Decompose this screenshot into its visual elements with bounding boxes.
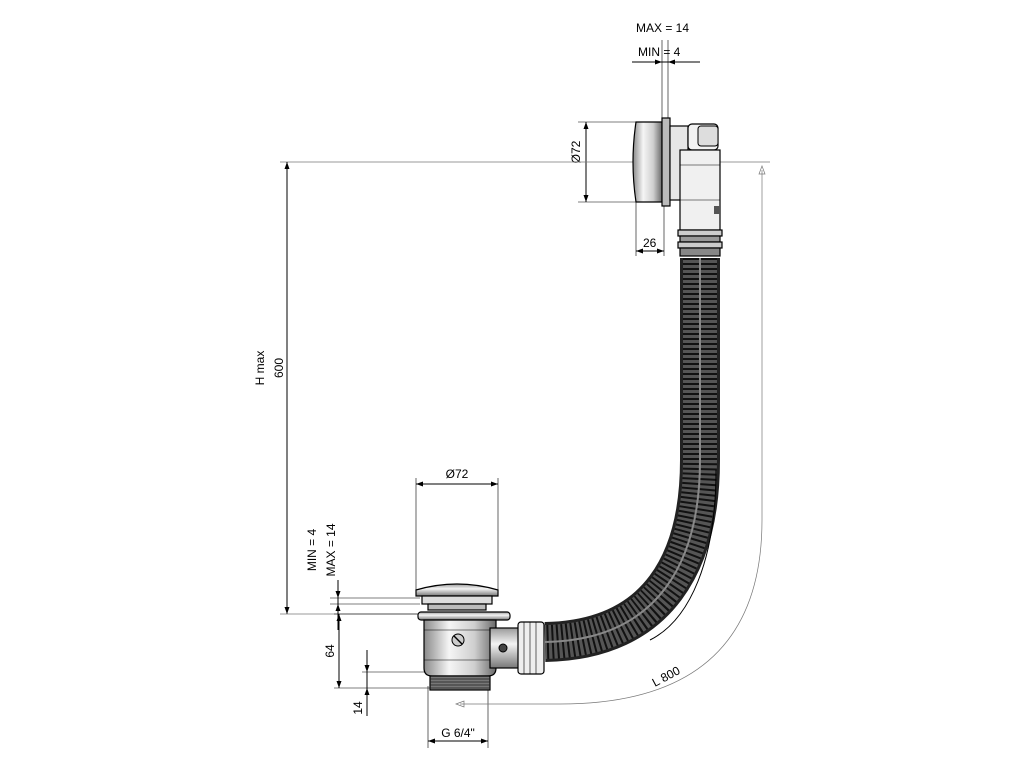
thread-size-label: G 6/4" bbox=[441, 726, 475, 740]
thread-length-label: 14 bbox=[351, 701, 365, 715]
height-max-label: H max bbox=[253, 351, 267, 386]
overflow-depth-label: 26 bbox=[643, 236, 657, 250]
max-thickness-top-label: MAX = 14 bbox=[636, 21, 689, 35]
max-thickness-side-label: MAX = 14 bbox=[324, 523, 338, 576]
side-wall-dimensions bbox=[330, 580, 420, 630]
top-wall-dimensions bbox=[632, 40, 700, 122]
overflow-diameter-label: Ø72 bbox=[569, 140, 583, 163]
thread-length-dimension bbox=[362, 650, 430, 716]
waste-diameter-dimension bbox=[415, 478, 499, 590]
hose-length-label: L 800 bbox=[650, 663, 683, 689]
hose-length-dimension bbox=[455, 165, 766, 708]
flexible-hose bbox=[544, 258, 720, 662]
waste-assembly bbox=[415, 583, 545, 691]
body-height-dimension bbox=[334, 613, 430, 689]
thread-size-dimension bbox=[427, 686, 489, 748]
body-height-label: 64 bbox=[323, 644, 337, 658]
overflow-head bbox=[632, 117, 723, 257]
min-thickness-top-label: MIN = 4 bbox=[638, 45, 681, 59]
min-thickness-side-label: MIN = 4 bbox=[305, 529, 319, 572]
height-value-label: 600 bbox=[272, 358, 286, 378]
waste-diameter-label: Ø72 bbox=[446, 467, 469, 481]
overflow-depth-dimension bbox=[635, 202, 665, 256]
